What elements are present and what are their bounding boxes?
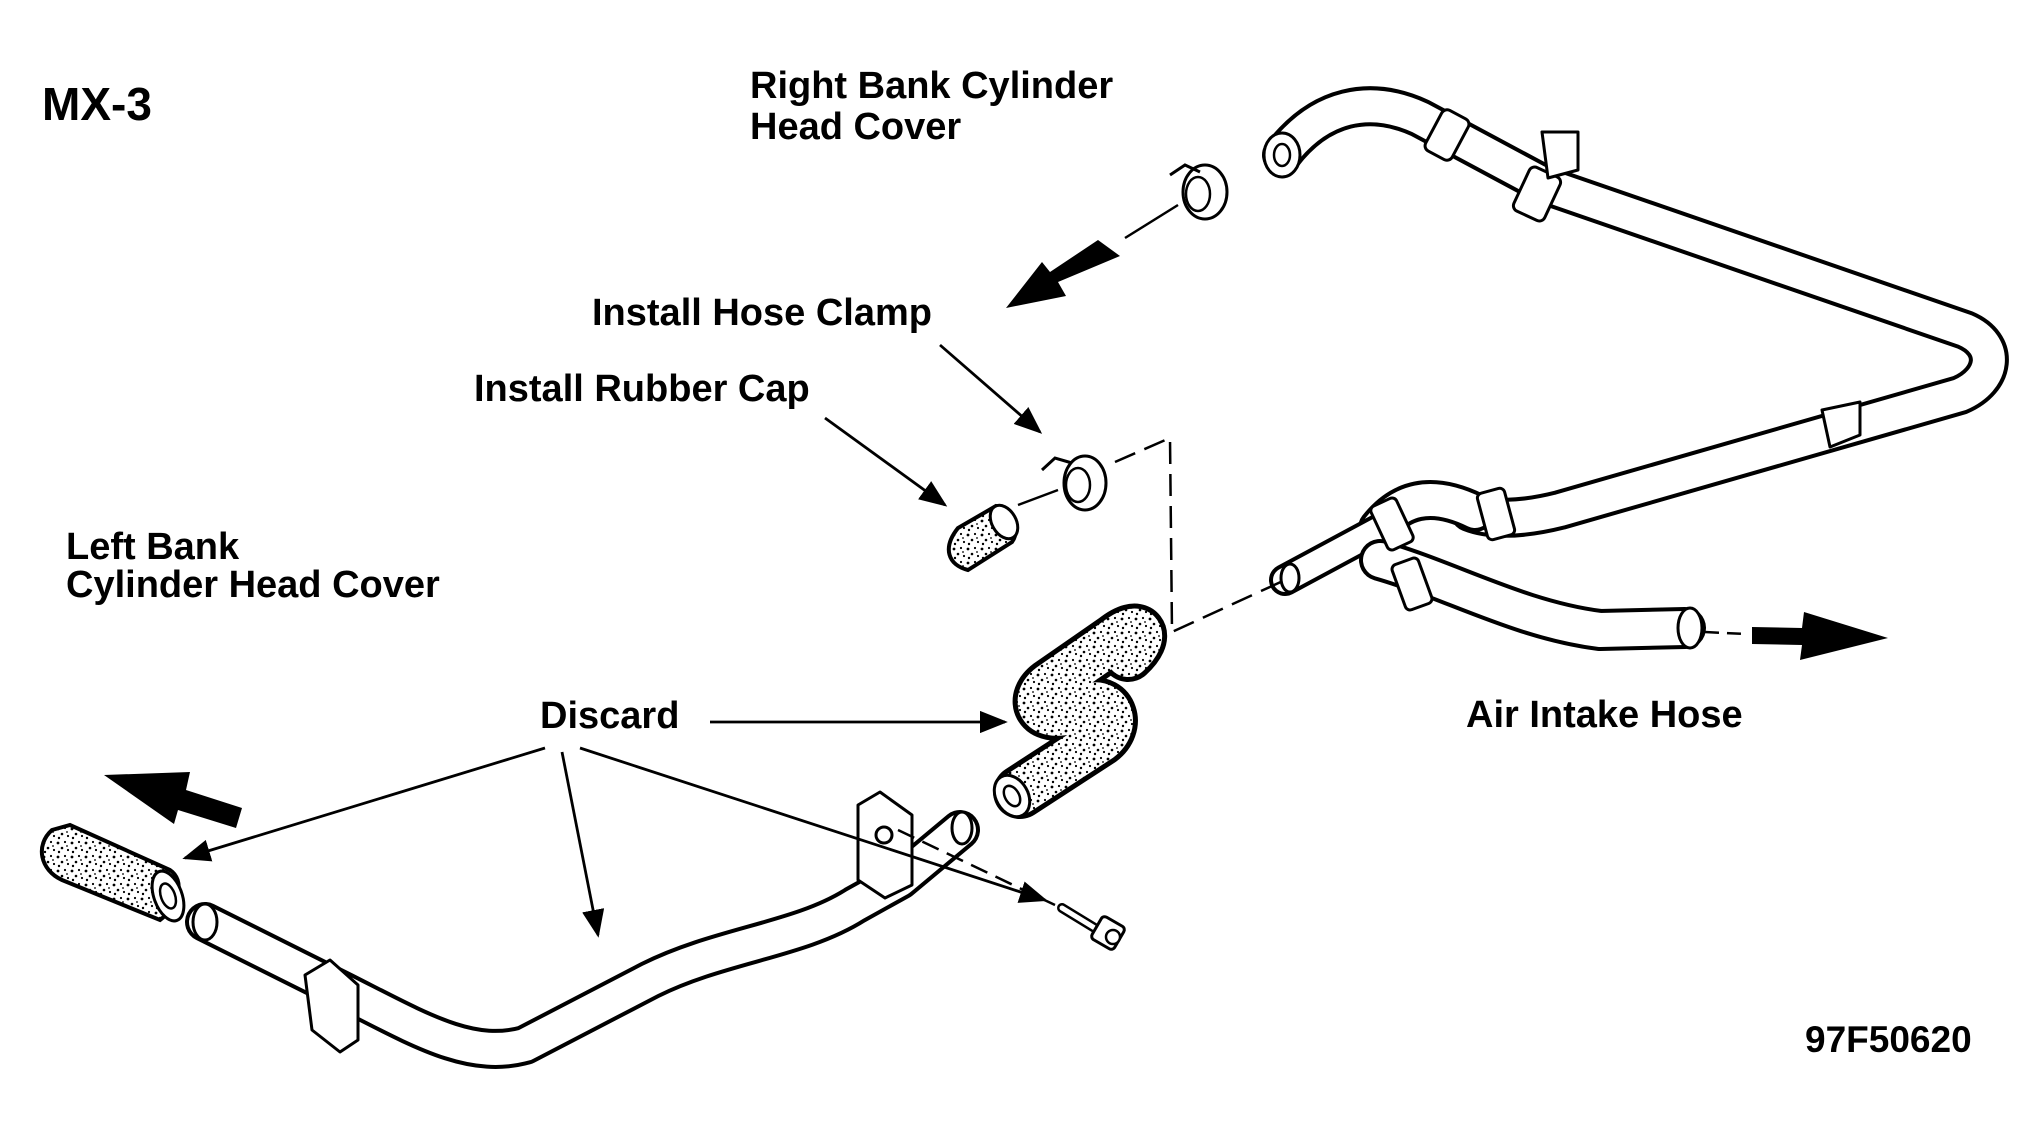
install-rubber-cap-label: Install Rubber Cap xyxy=(474,368,810,410)
figure-number: 97F50620 xyxy=(1805,1019,1972,1060)
install-hose-clamp-label: Install Hose Clamp xyxy=(592,292,932,334)
right-clamp-leader-line xyxy=(1124,203,1179,240)
right-bank-label: Right Bank Cylinder Head Cover xyxy=(750,65,1114,149)
mounting-bolt xyxy=(1057,903,1126,951)
left-bank-pipe xyxy=(185,790,980,1069)
left-bank-label-line2: Cylinder Head Cover xyxy=(66,564,440,606)
center-clamp-leader-line xyxy=(1017,488,1059,507)
air-intake-hose-label: Air Intake Hose xyxy=(1466,694,1743,736)
left-bank-label-line1: Left Bank xyxy=(66,526,240,568)
right-bank-pipe xyxy=(1262,86,2009,538)
rubber-cap xyxy=(947,503,1020,573)
center-hose-clamp xyxy=(1040,454,1108,512)
left-bank-label: Left Bank Cylinder Head Cover xyxy=(66,528,440,604)
air-intake-dashed-line xyxy=(1704,630,1746,636)
discard-label: Discard xyxy=(540,695,680,737)
right-bank-label-line1: Right Bank Cylinder xyxy=(750,65,1114,107)
callout-leaders xyxy=(182,343,1048,938)
right-bank-hose-clamp xyxy=(1169,163,1229,221)
dashed-routing-line xyxy=(1114,436,1286,634)
discard-s-hose xyxy=(992,604,1167,819)
left-bank-direction-arrow xyxy=(104,772,242,828)
air-intake-direction-arrow xyxy=(1752,612,1888,660)
model-title: MX-3 xyxy=(42,78,152,130)
right-bank-label-line2: Head Cover xyxy=(750,106,962,149)
right-bank-direction-arrow xyxy=(1006,240,1120,308)
left-discard-hose-piece xyxy=(39,822,186,923)
air-intake-junction xyxy=(1269,480,1706,651)
